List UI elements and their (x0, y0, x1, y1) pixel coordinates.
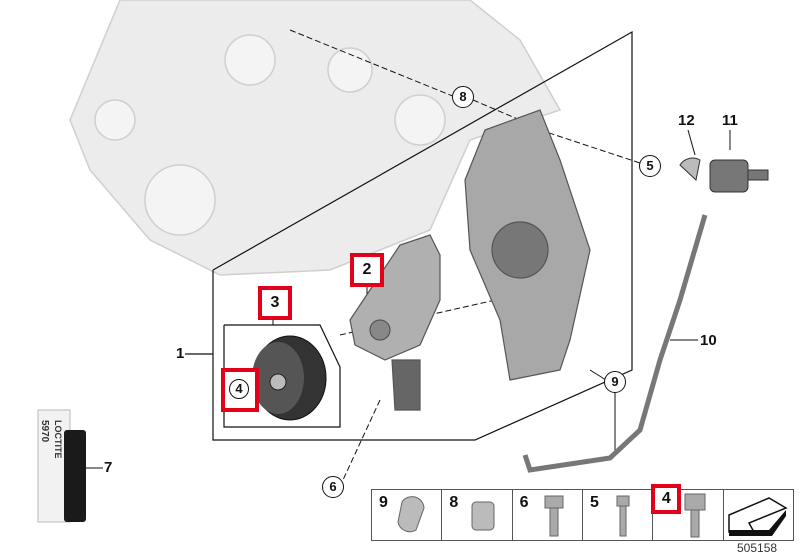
legend-num: 5 (589, 494, 599, 511)
callout-4-highlight: 4 (221, 368, 259, 412)
callout-9: 9 (604, 371, 626, 393)
callout-1: 1 (176, 345, 185, 362)
legend-item-8[interactable]: 8 (442, 490, 513, 540)
callout-3: 3 (270, 294, 280, 311)
leader-lines (289, 29, 641, 481)
callout-4: 4 (229, 379, 249, 399)
legend-item-6[interactable]: 6 (513, 490, 583, 540)
legend-num: 6 (519, 494, 529, 511)
callout-7: 7 (104, 459, 113, 476)
callout-3-highlight: 3 (258, 286, 292, 320)
legend-item-5[interactable]: 5 (583, 490, 654, 540)
vacuum-hose (522, 214, 708, 473)
sealant-tube (37, 409, 86, 523)
sealant-product: 5970 (39, 420, 50, 443)
engine-block (69, 0, 562, 276)
callout-8: 8 (452, 86, 474, 108)
sealant-brand: LOCTITE (53, 420, 63, 459)
sleeve-icon (471, 501, 495, 531)
legend-num: 4 (661, 490, 671, 507)
clamp (679, 157, 701, 181)
pulley (252, 335, 327, 421)
legend-item-4[interactable]: 4 (651, 484, 724, 540)
hex-bolt-icon (684, 493, 706, 538)
legend-item-9[interactable]: 9 (372, 490, 443, 540)
callout-5: 5 (639, 155, 661, 177)
callout-12: 12 (678, 112, 695, 129)
bolt-icon (544, 495, 564, 537)
legend-4-highlight: 4 (651, 484, 682, 514)
clamp-icon (397, 496, 425, 533)
water-pump (349, 234, 441, 411)
water-pump-housing (464, 109, 591, 381)
solenoid-valve (709, 159, 769, 193)
document-number: 505158 (737, 541, 778, 555)
callout-11: 11 (722, 112, 738, 129)
callout-6: 6 (322, 476, 344, 498)
callout-2: 2 (362, 261, 372, 278)
legend-num: 9 (379, 494, 388, 511)
callout-10: 10 (700, 332, 717, 349)
arrow-icon (727, 497, 788, 536)
callout-2-highlight: 2 (350, 253, 384, 287)
parts-legend: 9 8 6 5 4 (371, 484, 794, 541)
legend-arrow[interactable] (724, 490, 793, 540)
stud-bolt-icon (616, 495, 630, 537)
legend-num: 8 (449, 494, 459, 511)
